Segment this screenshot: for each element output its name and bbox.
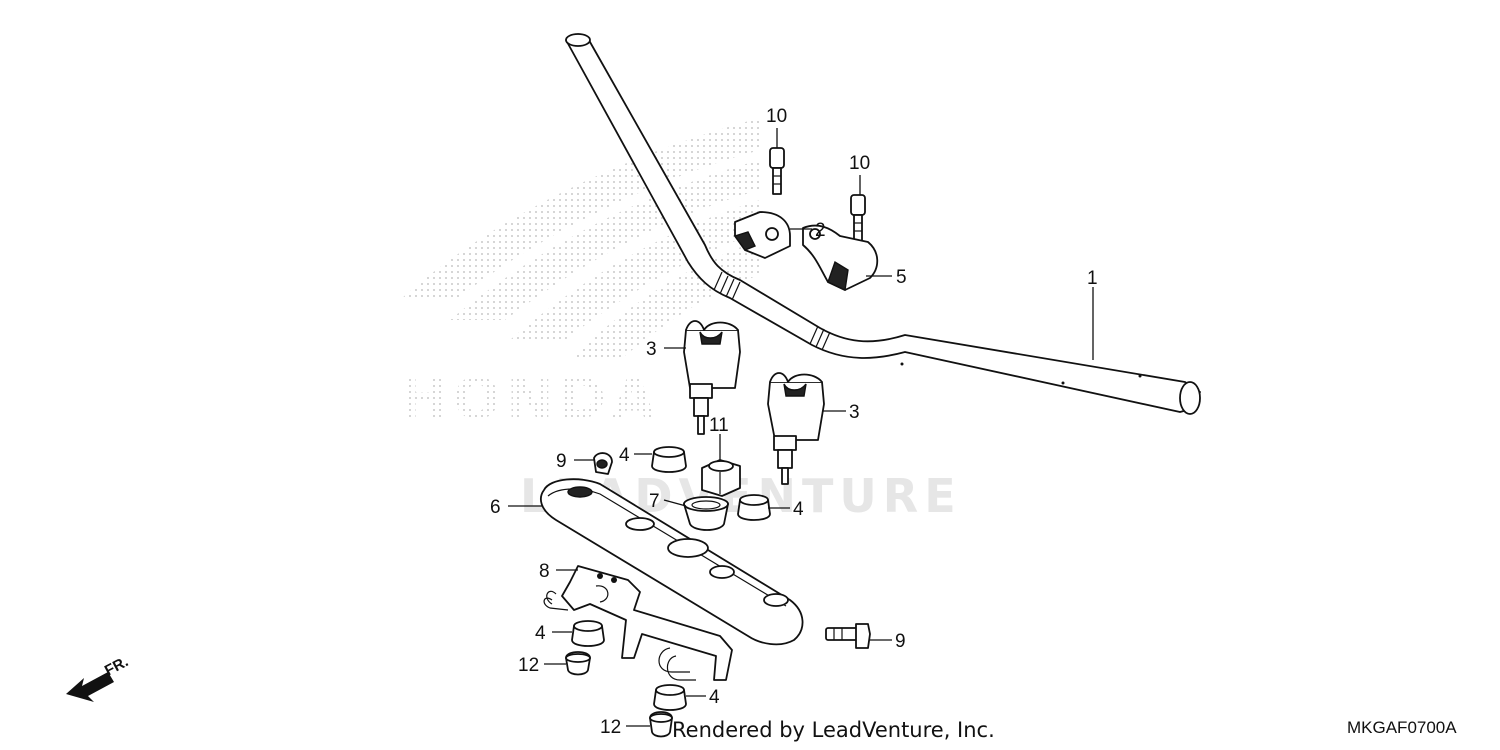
honda-watermark-text: HONDA (400, 367, 661, 432)
callout-11: 11 (709, 415, 729, 436)
callout-9a: 9 (556, 451, 567, 472)
callout-10b: 10 (849, 153, 870, 174)
callout-9b: 9 (895, 631, 906, 652)
bolt-part-9a (593, 452, 613, 475)
callout-10a: 10 (766, 106, 787, 127)
rendered-by-credit: Rendered by LeadVenture, Inc. (672, 718, 995, 742)
callout-3a: 3 (646, 339, 657, 360)
callout-4c: 4 (535, 623, 546, 644)
bushing-part-4c (571, 620, 605, 647)
bushing-part-4a (651, 446, 687, 473)
top-bridge-part-6 (540, 478, 804, 646)
bolt-part-10b (850, 194, 866, 242)
callout-4b: 4 (793, 499, 804, 520)
callout-7: 7 (649, 491, 660, 512)
front-direction-arrow: FR. (66, 653, 131, 702)
handlebar-knurl-right (809, 325, 831, 351)
collar-part-7 (683, 496, 729, 531)
callout-12b: 12 (600, 717, 621, 738)
lower-holder-part-3a (683, 320, 741, 435)
upper-holder-part-2 (733, 211, 791, 259)
cap-part-12a (565, 651, 591, 676)
upper-holder-part-5 (802, 224, 879, 292)
bushing-part-4b (737, 494, 771, 521)
callout-4a: 4 (619, 445, 630, 466)
callout-4d: 4 (709, 687, 720, 708)
callout-leaders (508, 128, 1094, 727)
callout-2: 2 (815, 220, 826, 241)
nut-part-11 (701, 459, 741, 497)
callout-12a: 12 (518, 655, 539, 676)
handlebar-part (565, 33, 1201, 415)
lower-holder-part-3b (767, 372, 825, 485)
bolt-part-9b (825, 623, 871, 649)
callout-3b: 3 (849, 402, 860, 423)
callout-1: 1 (1087, 268, 1098, 289)
callout-6: 6 (490, 497, 501, 518)
handlebar-knurl-left (713, 271, 741, 301)
bushing-part-4d (653, 684, 687, 711)
bolt-part-10a (769, 147, 785, 195)
cap-part-12b (649, 711, 673, 738)
diagram-code: MKGAF0700A (1347, 718, 1457, 737)
bracket-part-8 (543, 565, 733, 681)
callout-8: 8 (539, 561, 550, 582)
callout-5: 5 (896, 267, 907, 288)
